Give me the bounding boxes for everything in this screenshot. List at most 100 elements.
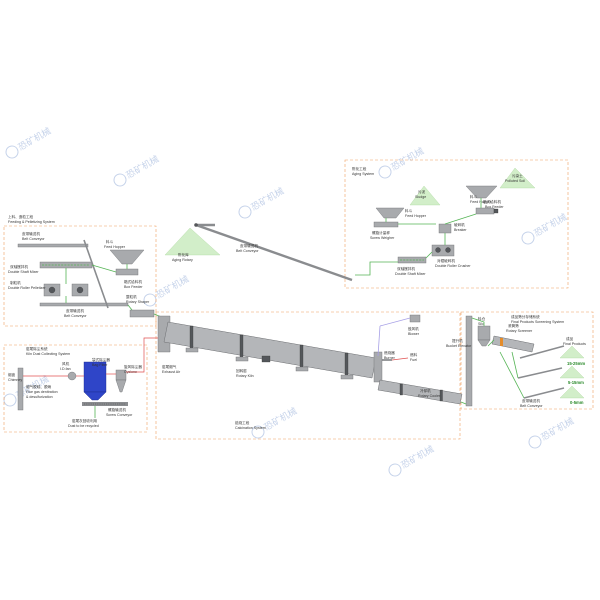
final-products-label: Final Products bbox=[563, 342, 586, 346]
bag-filter-label-cn: 袋式除尘器 bbox=[92, 357, 110, 362]
belt-conveyor-top-label: Belt Conveyor bbox=[22, 237, 45, 241]
belt-conveyor-top-label-cn: 皮带输送机 bbox=[22, 231, 40, 236]
belt-conveyor-final-label-cn: 皮带输送机 bbox=[522, 398, 540, 403]
calcination-system-box bbox=[155, 311, 461, 440]
feeding-chute bbox=[83, 239, 109, 309]
aging-rotary-label: Aging Rotary bbox=[172, 258, 193, 262]
polluted-soil-label-cn: 污染土 bbox=[512, 173, 523, 178]
chimney bbox=[17, 367, 24, 411]
watermark: 恐矿机械 bbox=[5, 125, 53, 159]
screw-weigher-label-cn: 螺旋计量秤 bbox=[372, 230, 390, 235]
product-conveyor-2 bbox=[517, 367, 563, 379]
feed-hopper-screw-label-cn: 料斗 bbox=[405, 208, 413, 213]
flow-line bbox=[444, 213, 477, 225]
dust-recycled-label-cn: 窑尾灰回收利用 bbox=[72, 418, 98, 423]
cyclone-label-cn: 旋风除尘器 bbox=[124, 364, 142, 369]
feed-hopper-feed-label-cn: 料斗 bbox=[106, 239, 114, 244]
polluted-soil-pile bbox=[499, 167, 536, 189]
belt-conveyor-mid-label-cn: 皮带输送机 bbox=[240, 243, 258, 248]
product-conveyor-1 bbox=[519, 345, 565, 359]
svg-text:恐矿机械: 恐矿机械 bbox=[539, 415, 576, 443]
id-fan-label: I.D.fan bbox=[60, 367, 71, 371]
chimney-label-cn: 烟囱 bbox=[8, 372, 16, 377]
kiln-hood bbox=[373, 351, 383, 383]
flue-gas-label-1: Flue gas denitration bbox=[26, 390, 58, 394]
sludge-label-cn: 污泥 bbox=[418, 189, 426, 194]
product-conveyor-3 bbox=[523, 387, 565, 399]
flow-line bbox=[127, 304, 133, 311]
double-shaft-mixer-aging-label-cn: 双轴搅拌机 bbox=[397, 266, 415, 271]
product-size-2: 5-15mm bbox=[568, 380, 584, 385]
polluted-soil-label: Polluted Soil bbox=[505, 179, 525, 183]
kiln-inlet-hood bbox=[157, 315, 171, 353]
kiln-dust-title: Kiln Dust Collecting System bbox=[26, 352, 70, 356]
rotary-cooler-label-cn: 冷却机 bbox=[420, 388, 431, 393]
feed-hopper-aging bbox=[465, 185, 498, 199]
dust-recycled-label: Dust to be recycled bbox=[68, 424, 99, 428]
feed-hopper-screw-label: Feed Hopper bbox=[405, 214, 427, 218]
fuel-label: Fuel bbox=[410, 358, 417, 362]
blower-label-cn: 鼓风机 bbox=[408, 326, 419, 331]
rotary-shaper bbox=[129, 309, 155, 318]
double-roller-crusher-label-cn: 对辊破碎机 bbox=[437, 258, 455, 263]
burner-label-cn: 燃烧器 bbox=[384, 350, 395, 355]
rotary-kiln bbox=[163, 321, 377, 379]
silo-label-cn: 料仓 bbox=[478, 316, 486, 321]
bucket-elevator-label-cn: 提升机 bbox=[452, 338, 463, 343]
breaker bbox=[438, 223, 452, 234]
screener-orange-band bbox=[500, 338, 503, 346]
box-feeder-feed bbox=[115, 268, 139, 276]
calcination-title-cn: 焙烧工段 bbox=[235, 420, 250, 425]
screening-title: Final Products Screening System bbox=[511, 320, 564, 324]
blower-label: Blower bbox=[408, 332, 420, 336]
silo-label: Silo bbox=[478, 322, 484, 326]
rotary-screener-label-cn: 滚筒筛 bbox=[508, 323, 519, 328]
aging-rotary-pile bbox=[164, 227, 221, 256]
fuel-line bbox=[391, 357, 409, 361]
watermark: 恐矿机械 bbox=[521, 211, 569, 245]
flow-line bbox=[471, 317, 485, 326]
flow-line bbox=[91, 264, 117, 273]
belt-conveyor-inclined bbox=[195, 223, 353, 282]
sludge-pile bbox=[409, 185, 441, 206]
flue-gas-label-2: & desulfurization bbox=[26, 395, 53, 399]
belt-conveyor-top bbox=[17, 243, 89, 248]
watermark: 恐矿机械 bbox=[388, 443, 436, 477]
bucket-elevator bbox=[465, 315, 473, 407]
product-pile-1 bbox=[559, 345, 585, 359]
svg-text:恐矿机械: 恐矿机械 bbox=[249, 185, 286, 213]
aging-system-title: Aging System bbox=[352, 172, 374, 176]
svg-text:恐矿机械: 恐矿机械 bbox=[16, 125, 53, 153]
rotary-kiln-label: Rotary Kiln bbox=[236, 374, 254, 378]
feeding-system-title-cn: 上料、造粒工段 bbox=[8, 214, 34, 219]
double-shaft-mixer-aging bbox=[397, 256, 427, 264]
blower bbox=[409, 314, 421, 323]
kiln-tyre bbox=[239, 334, 244, 358]
box-feeder-motor bbox=[493, 208, 499, 214]
product-size-3: 0-5mm bbox=[570, 400, 584, 405]
screw-conveyor-label: Screw Conveyor bbox=[106, 413, 133, 417]
exhaust-air-label: Exhaust Air bbox=[162, 370, 181, 374]
flow-line bbox=[511, 351, 519, 379]
double-shaft-mixer-feed-label: Double Shaft Mixer bbox=[8, 270, 39, 274]
cyclone-cone bbox=[115, 379, 127, 393]
pelletizer-roller bbox=[48, 286, 56, 294]
feed-hopper-screw bbox=[375, 207, 405, 219]
feeding-system-title: Feeding & Pelletizing System bbox=[8, 220, 55, 224]
svg-text:恐矿机械: 恐矿机械 bbox=[399, 443, 436, 471]
screw-weigher bbox=[373, 221, 399, 228]
product-pile-2 bbox=[559, 365, 585, 379]
box-feeder-aging-label: Box Feeder bbox=[485, 205, 504, 209]
silo-cone bbox=[477, 339, 491, 347]
cooler-tyre bbox=[439, 389, 443, 402]
screening-system-box bbox=[460, 311, 594, 410]
double-shaft-mixer-feed-label-cn: 双轴搅拌机 bbox=[10, 264, 28, 269]
rotary-shaper-label-cn: 整粒机 bbox=[126, 294, 137, 299]
chimney-label: Chimney bbox=[8, 378, 22, 382]
product-pile-3 bbox=[559, 385, 585, 399]
flow-line bbox=[355, 261, 398, 276]
feed-hopper-feed-label: Feed Hopper bbox=[104, 245, 126, 249]
pelletizer-roller bbox=[76, 286, 84, 294]
fuel-label-cn: 燃料 bbox=[410, 352, 418, 357]
rotary-screener bbox=[491, 335, 535, 353]
